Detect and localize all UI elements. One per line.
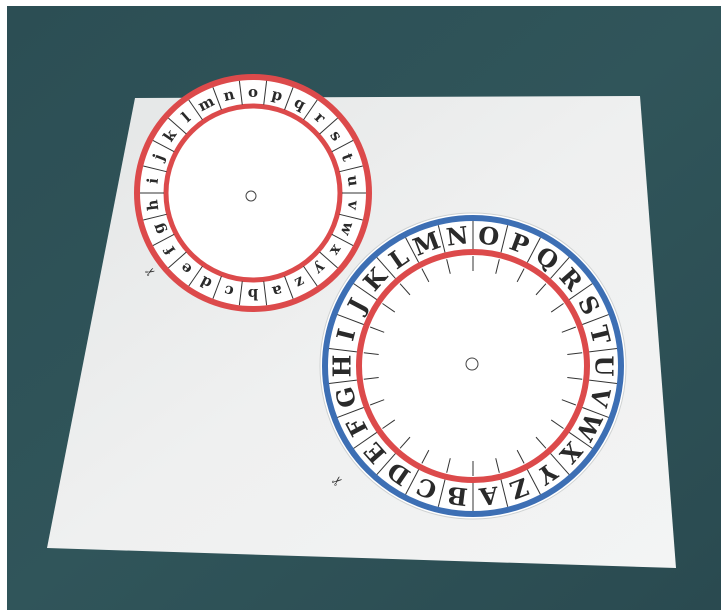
large-wheel-letter-U: U (590, 356, 619, 377)
large-wheel-letter-H: H (328, 355, 357, 378)
small-wheel-letter-u: u (344, 174, 363, 187)
small-wheel-letter-h: h (143, 199, 162, 212)
large-wheel-letter-B: B (445, 480, 469, 511)
large-wheel-letter-N: N (445, 220, 470, 251)
large-wheel-center-hole (466, 358, 478, 370)
large-wheel-letter-A: A (477, 480, 500, 511)
small-wheel-center-hole (246, 191, 256, 201)
large-wheel-letter-O: O (477, 220, 501, 251)
small-wheel-letter-b: b (248, 285, 259, 303)
small-wheel-letter-o: o (248, 83, 258, 101)
